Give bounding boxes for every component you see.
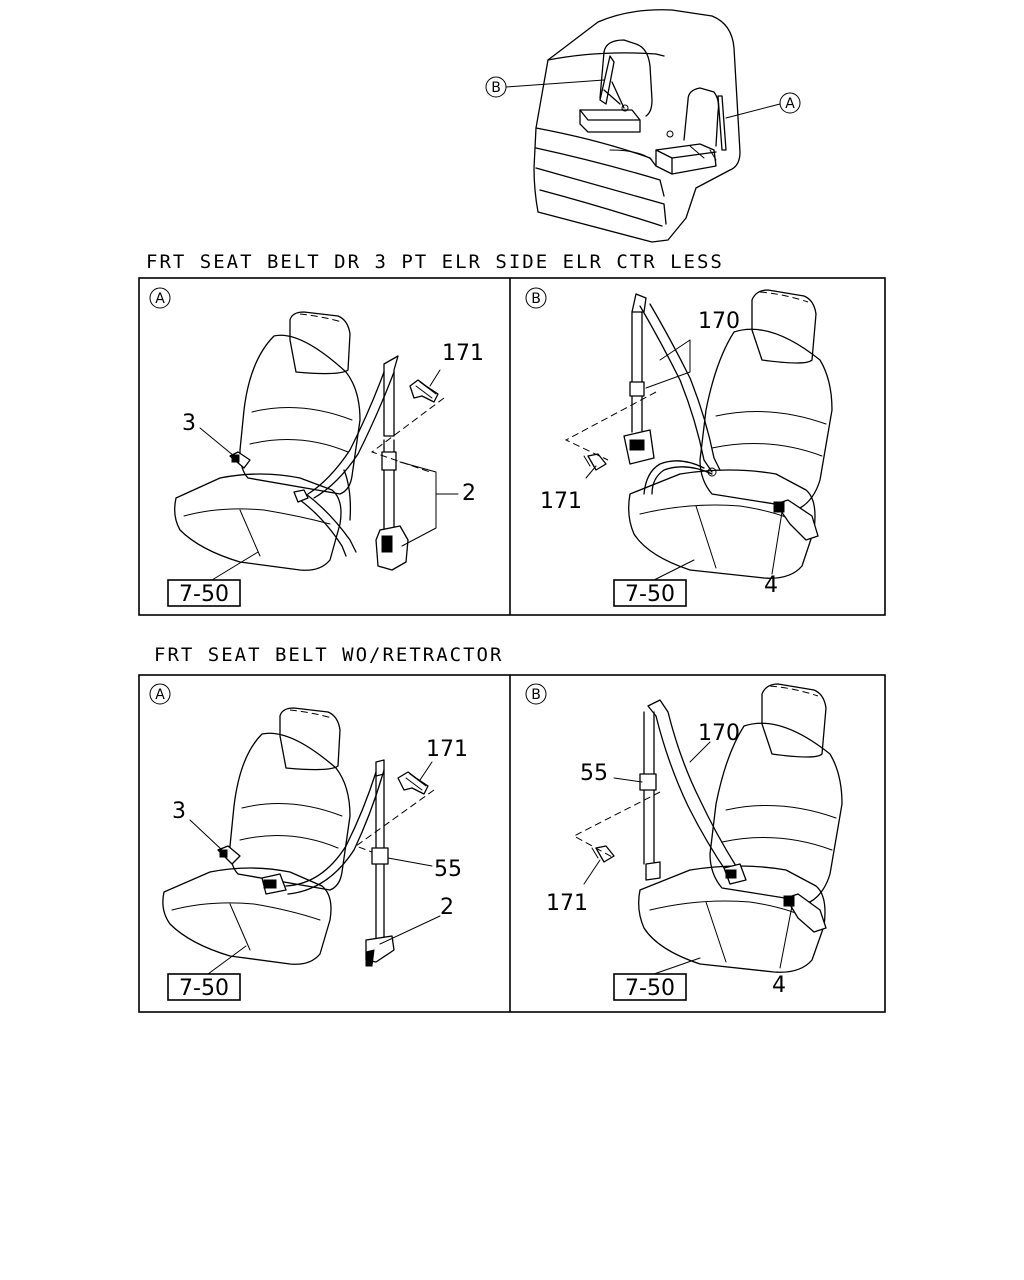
label-171: 171 <box>442 341 484 366</box>
seat-cushion <box>628 469 816 579</box>
panel-1b-view-label: B <box>531 291 541 307</box>
seat-headrest <box>751 289 817 364</box>
seat-back <box>229 732 351 891</box>
panel-1b: B 170 171 4 7-50 <box>525 287 833 607</box>
panel-2a-view-label: A <box>155 687 165 703</box>
seat-headrest <box>289 311 351 375</box>
label-3: 3 <box>182 411 196 436</box>
seat-back <box>699 328 833 509</box>
panel-2b-view-label: B <box>531 687 541 703</box>
panel-1b-ref: 7-50 <box>625 582 675 607</box>
seat-headrest <box>761 683 827 758</box>
seat-cushion <box>174 473 342 571</box>
bolt-171 <box>409 379 439 403</box>
belt-upper-guide <box>383 355 399 437</box>
belt-upper-guide <box>631 293 647 313</box>
panel-1a-view-label: A <box>155 291 165 307</box>
seat-cushion <box>638 865 826 973</box>
section1-title: FRT SEAT BELT DR 3 PT ELR SIDE ELR CTR L… <box>146 251 724 273</box>
label-2: 2 <box>462 481 476 506</box>
overview-callout-b: B <box>491 80 501 96</box>
section2-title: FRT SEAT BELT WO/RETRACTOR <box>154 644 503 666</box>
bolt-171 <box>595 845 615 863</box>
panel-2a-ref: 7-50 <box>179 976 229 1001</box>
panel-2a: A 171 3 55 2 7-50 <box>149 683 468 1001</box>
label-4: 4 <box>764 573 778 598</box>
label-171: 171 <box>546 891 588 916</box>
buckle-part-4 <box>785 893 827 933</box>
seat-back <box>239 334 361 495</box>
label-171: 171 <box>426 737 468 762</box>
label-55: 55 <box>434 857 462 882</box>
label-170: 170 <box>698 309 740 334</box>
panel-1a-ref: 7-50 <box>179 582 229 607</box>
seat-cushion <box>162 867 332 965</box>
buckle-part-4 <box>775 499 819 541</box>
label-2: 2 <box>440 895 454 920</box>
overview-callout-a: A <box>785 96 795 112</box>
belt-bracket <box>381 451 397 471</box>
panel-2b-ref: 7-50 <box>625 976 675 1001</box>
section1-frame <box>138 277 886 616</box>
label-170: 170 <box>698 721 740 746</box>
label-4: 4 <box>772 973 786 998</box>
cab-overview-illustration: B A <box>485 9 801 243</box>
bolt-171 <box>587 453 607 471</box>
label-3: 3 <box>172 799 186 824</box>
seat-headrest <box>279 707 341 771</box>
section2-frame <box>138 674 886 1013</box>
panel-1a: A 171 3 2 7-50 <box>149 287 484 607</box>
label-171: 171 <box>540 489 582 514</box>
label-55: 55 <box>580 761 608 786</box>
bracket-part-55 <box>371 847 389 865</box>
panel-2b: B 55 170 171 4 7-50 <box>525 683 843 1001</box>
